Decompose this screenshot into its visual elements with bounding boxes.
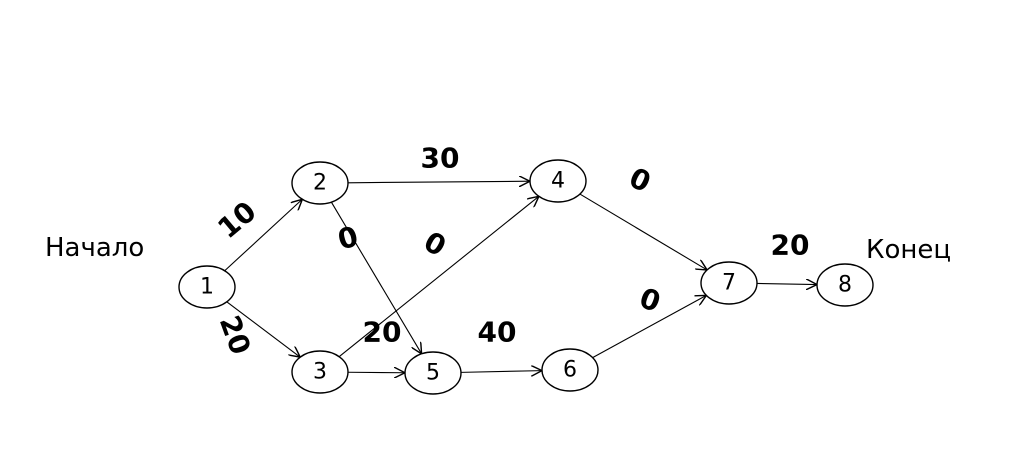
- node-ellipse-4: [529, 159, 587, 203]
- node-ellipse-8: [816, 263, 874, 307]
- end-label: Конец: [866, 235, 951, 265]
- node-6: 6: [541, 348, 599, 392]
- edge-weight-4-7: 0: [624, 161, 656, 199]
- node-label-1: 1: [200, 275, 214, 300]
- edge-arrow-4-7: [579, 193, 707, 270]
- edge-weight-2-5: 0: [334, 220, 361, 257]
- node-ellipse-3: [291, 350, 349, 394]
- edge-weight-2-4: 30: [421, 142, 460, 175]
- edge-weight-6-7: 0: [635, 281, 665, 319]
- start-label: Начало: [45, 233, 144, 263]
- edge-arrow-7-8: [756, 283, 817, 284]
- node-label-8: 8: [838, 273, 852, 298]
- edge-weight-3-5: 20: [363, 316, 402, 349]
- node-label-6: 6: [563, 358, 577, 383]
- edge-arrow-1-2: [224, 199, 303, 272]
- edge-weight-3-4: 0: [418, 225, 451, 263]
- edge-arrow-3-5: [347, 372, 405, 373]
- edge-arrow-6-7: [592, 295, 707, 359]
- node-3: 3: [291, 350, 349, 394]
- node-label-7: 7: [722, 271, 736, 296]
- edge-weight-7-8: 20: [771, 229, 810, 262]
- node-5: 5: [404, 351, 462, 395]
- edge-arrow-2-4: [347, 181, 530, 183]
- nodes-layer: 1 2 3 4 5 6 7 8: [178, 159, 874, 395]
- node-2: 2: [291, 161, 349, 205]
- node-ellipse-7: [700, 261, 758, 305]
- edge-weight-5-6: 40: [478, 316, 517, 349]
- edge-arrow-2-5: [330, 201, 421, 354]
- node-ellipse-6: [541, 348, 599, 392]
- node-ellipse-2: [291, 161, 349, 205]
- node-ellipse-5: [404, 351, 462, 395]
- node-label-5: 5: [426, 361, 440, 386]
- node-4: 4: [529, 159, 587, 203]
- node-label-4: 4: [551, 169, 565, 194]
- edge-weight-1-2: 10: [211, 195, 262, 245]
- edge-arrow-5-6: [460, 371, 542, 373]
- node-8: 8: [816, 263, 874, 307]
- node-label-2: 2: [313, 171, 327, 196]
- edge-weight-1-3: 20: [213, 311, 257, 359]
- node-label-3: 3: [313, 360, 327, 385]
- edge-arrow-1-3: [226, 301, 300, 357]
- node-ellipse-1: [178, 265, 236, 309]
- node-1: 1: [178, 265, 236, 309]
- node-7: 7: [700, 261, 758, 305]
- edge-arrow-3-4: [338, 196, 539, 358]
- edges-layer: [224, 181, 817, 373]
